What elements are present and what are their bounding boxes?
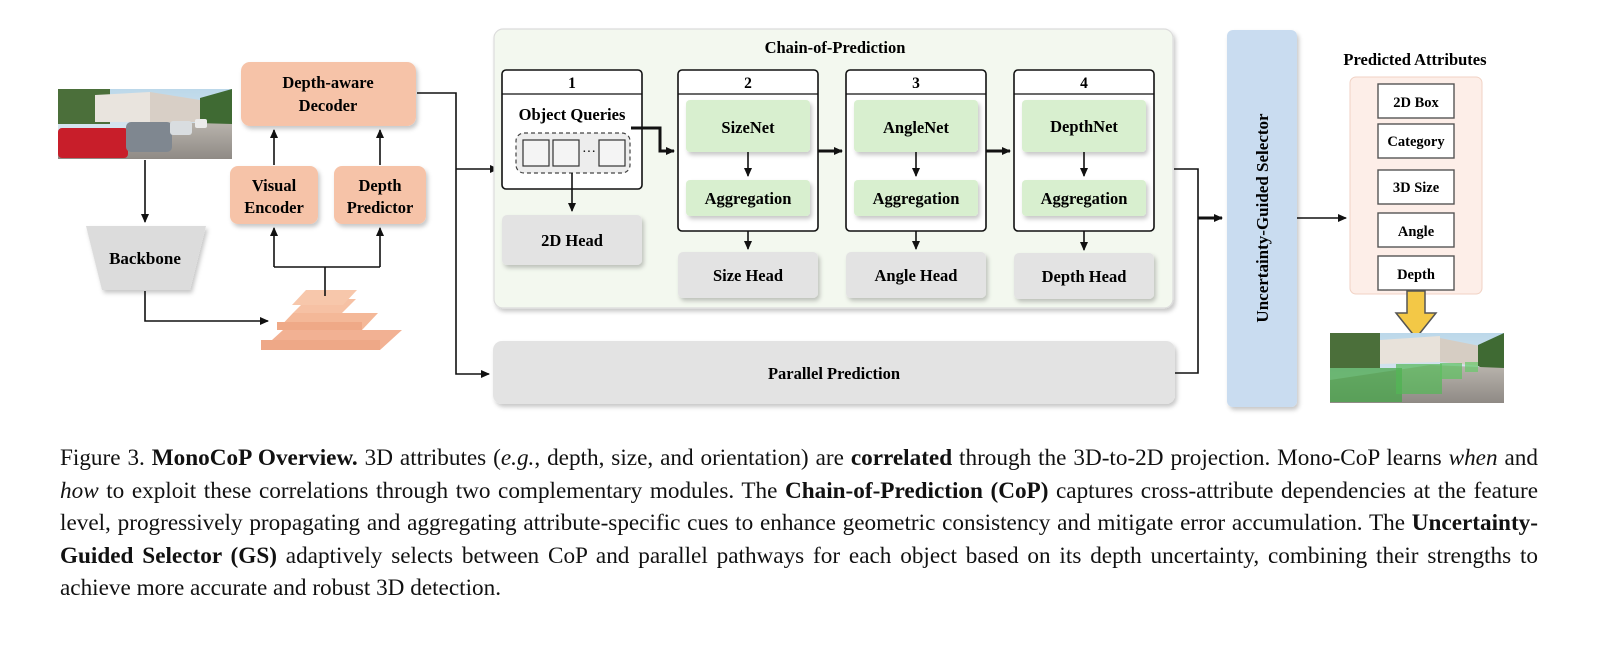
head-angle-label: Angle Head: [875, 266, 958, 285]
caption-text: through the 3D-to-2D projection. Mono-Co…: [952, 445, 1449, 471]
caption-how: how: [60, 477, 99, 504]
chain-title: Chain-of-Prediction: [765, 38, 906, 57]
down-arrow-icon: [1394, 290, 1438, 340]
query-ellipsis: ···: [582, 145, 596, 160]
caption-correlated: correlated: [850, 445, 953, 471]
monocop-overview-diagram: Backbone Visual Encoder Depth Predictor …: [58, 28, 1504, 407]
caption-label: Figure 3.: [60, 445, 145, 471]
head-size-label: Size Head: [713, 266, 783, 285]
depth-predictor-line1: Depth: [358, 176, 401, 195]
attr-3d-size: 3D Size: [1393, 180, 1440, 196]
object-queries-label: Object Queries: [519, 105, 626, 124]
caption-title: MonoCoP Overview.: [151, 445, 358, 471]
anglenet-label: AngleNet: [883, 118, 949, 137]
predicted-attributes-title: Predicted Attributes: [1343, 50, 1487, 69]
caption-cop: Chain-of-Prediction (CoP): [784, 477, 1049, 504]
backbone-label: Backbone: [109, 249, 181, 268]
decoder-line1: Depth-aware: [282, 73, 373, 92]
stage-1-object-queries: 1 Object Queries ···: [501, 69, 643, 190]
visual-encoder-line1: Visual: [252, 176, 297, 195]
detection-result-photo: [1330, 333, 1504, 403]
caption-text: 3D attributes (: [357, 445, 501, 471]
figure-caption: Figure 3. MonoCoP Overview. 3D attribute…: [60, 442, 1538, 605]
selector-label: Uncertainty-Guided Selector: [1253, 113, 1272, 323]
stage-2-sizenet: 2 SizeNet Aggregation: [677, 69, 819, 232]
caption-eg: e.g.: [500, 445, 535, 471]
caption-when: when: [1448, 445, 1498, 471]
head-size: Size Head: [678, 252, 818, 298]
head-depth-label: Depth Head: [1042, 267, 1127, 286]
caption-gs: Uncertainty-Guided Selector (GS): [60, 510, 1538, 569]
depth-aware-decoder-block: Depth-aware Decoder: [241, 62, 416, 126]
depth-predictor-line2: Predictor: [347, 198, 414, 217]
stage-number-2: 2: [744, 75, 752, 92]
caption-text: , depth, size, and orientation) are: [534, 445, 851, 471]
uncertainty-guided-selector-block: Uncertainty-Guided Selector: [1227, 30, 1297, 407]
head-depth: Depth Head: [1014, 253, 1154, 299]
attr-2d-box: 2D Box: [1393, 95, 1439, 111]
chain-of-prediction-panel: Chain-of-Prediction: [493, 28, 1174, 309]
sizenet-label: SizeNet: [721, 118, 775, 137]
head-2d: 2D Head: [502, 215, 642, 265]
predicted-attributes-panel: Predicted Attributes 2D Box Category 3D …: [1343, 50, 1487, 295]
left-connectors: [141, 92, 499, 378]
backbone-block: Backbone: [86, 226, 206, 290]
visual-encoder-block: Visual Encoder: [230, 166, 318, 224]
attr-depth: Depth: [1397, 267, 1435, 283]
head-angle: Angle Head: [846, 252, 986, 298]
caption-text: captures cross-attribute dependencies at…: [60, 477, 1538, 537]
caption-text: and: [1497, 445, 1539, 471]
parallel-prediction-label: Parallel Prediction: [768, 364, 900, 383]
caption-text: adaptively selects between CoP and paral…: [60, 542, 1538, 602]
stage-number-4: 4: [1080, 75, 1088, 92]
aggregation-label-2: Aggregation: [705, 189, 792, 208]
input-street-photo: [58, 89, 232, 159]
stage-number-3: 3: [912, 75, 920, 92]
attr-angle: Angle: [1398, 224, 1435, 240]
depth-predictor-block: Depth Predictor: [334, 166, 426, 224]
aggregation-label-3: Aggregation: [873, 189, 960, 208]
attr-category: Category: [1387, 134, 1445, 150]
visual-encoder-line2: Encoder: [244, 198, 304, 217]
stage-3-anglenet: 3 AngleNet Aggregation: [845, 69, 987, 232]
selector-connectors: [1174, 168, 1347, 374]
feature-pyramid-icon: [261, 290, 402, 350]
decoder-line2: Decoder: [299, 96, 358, 115]
parallel-prediction-block: Parallel Prediction: [493, 341, 1175, 404]
depthnet-label: DepthNet: [1050, 117, 1118, 136]
caption-text: to exploit these correlations through tw…: [98, 477, 785, 504]
head-2d-label: 2D Head: [541, 231, 603, 250]
stage-4-depthnet: 4 DepthNet Aggregation: [1013, 69, 1155, 232]
stage-number-1: 1: [568, 75, 576, 92]
chain-connectors: [568, 126, 1088, 251]
aggregation-label-4: Aggregation: [1041, 189, 1128, 208]
